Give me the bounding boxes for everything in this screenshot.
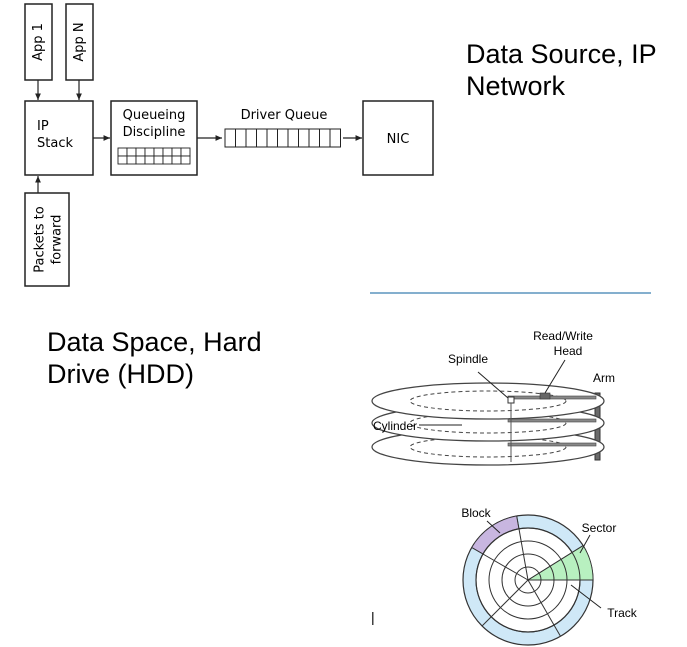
disk-spoke — [471, 547, 529, 581]
disk-spoke — [527, 579, 561, 637]
driver-queue-slot — [224, 128, 236, 148]
read-write-head — [539, 392, 551, 400]
ip-stack-label-1: IP — [37, 119, 49, 134]
nic-label: NIC — [387, 132, 410, 147]
driver-queue-slot — [287, 128, 299, 148]
block-label: Block — [461, 506, 491, 520]
qdisc-cell — [153, 155, 164, 165]
disk-spoke — [481, 579, 529, 627]
nic-box — [362, 100, 434, 176]
driver-queue — [224, 128, 341, 148]
driver-queue-slot — [235, 128, 247, 148]
driver-queue-slot — [245, 128, 257, 148]
driver-queue-slot — [266, 128, 278, 148]
disk-spoke — [516, 515, 529, 581]
qdisc-cell — [162, 147, 173, 157]
packets-box — [24, 192, 70, 287]
qdisc-cell — [180, 155, 191, 165]
appn-label: App N — [72, 22, 87, 61]
packets-label-1: Packets to — [33, 206, 48, 273]
qdisc-cell — [126, 147, 137, 157]
read-write-label-1: Read/Write — [533, 329, 593, 343]
packets-label-2: forward — [50, 215, 65, 265]
platter-1 — [371, 382, 605, 420]
hdd-heading-line-2: Drive (HDD) — [47, 359, 194, 389]
app1-box — [24, 3, 53, 81]
qdisc-cell — [144, 147, 155, 157]
hdd-heading-line-1: Data Space, Hard — [47, 327, 262, 357]
track-leader — [570, 584, 602, 609]
network-heading: Data Source, IP Network — [466, 38, 657, 102]
arm-3 — [507, 442, 597, 447]
qdisc-cell — [171, 147, 182, 157]
driver-queue-slot — [298, 128, 310, 148]
qdisc-cell — [126, 155, 137, 165]
hdd-heading: Data Space, Hard Drive (HDD) — [47, 326, 262, 390]
spindle-leader — [477, 371, 509, 399]
app1-label: App 1 — [31, 23, 46, 61]
stray-mark: | — [371, 609, 375, 625]
read-write-label-2: Head — [554, 344, 583, 358]
disk-layout-diagram: Block Sector Track — [461, 506, 638, 646]
driver-queue-slot — [277, 128, 289, 148]
qdisc-queue-grid — [117, 147, 191, 165]
sector-leader — [579, 534, 591, 554]
arm-2 — [507, 418, 597, 423]
sector-label: Sector — [582, 521, 617, 535]
driver-queue-slot — [256, 128, 268, 148]
qdisc-cell — [162, 155, 173, 165]
spindle — [507, 396, 515, 404]
network-heading-line-2: Network — [466, 71, 566, 101]
qdisc-cell — [135, 155, 146, 165]
driver-queue-slot — [319, 128, 331, 148]
track-label: Track — [607, 606, 638, 620]
driver-queue-label: Driver Queue — [241, 108, 328, 123]
qdisc-cell — [135, 147, 146, 157]
qdisc-cell — [117, 147, 128, 157]
arm-label: Arm — [593, 371, 615, 385]
cylinder-label: Cylinder — [373, 419, 417, 433]
network-heading-line-1: Data Source, IP — [466, 39, 657, 69]
disk-spoke — [527, 545, 584, 581]
arm-1 — [507, 395, 597, 400]
qdisc-cell — [153, 147, 164, 157]
qdisc-cell — [117, 155, 128, 165]
qdisc-label-2: Discipline — [123, 125, 186, 140]
hdd-diagram: Read/Write Head Spindle Arm Cylinder — [371, 329, 615, 466]
block-leader — [486, 520, 501, 534]
qdisc-label-1: Queueing — [123, 108, 186, 123]
ip-stack-label-2: Stack — [37, 136, 73, 151]
driver-queue-slot — [329, 128, 341, 148]
disk-spokes — [471, 515, 593, 637]
qdisc-cell — [180, 147, 191, 157]
qdisc-cell — [144, 155, 155, 165]
qdisc-cell — [171, 155, 182, 165]
driver-queue-slot — [308, 128, 320, 148]
head-leader — [544, 359, 566, 394]
spindle-label: Spindle — [448, 352, 488, 366]
platter-1-track — [409, 390, 567, 412]
